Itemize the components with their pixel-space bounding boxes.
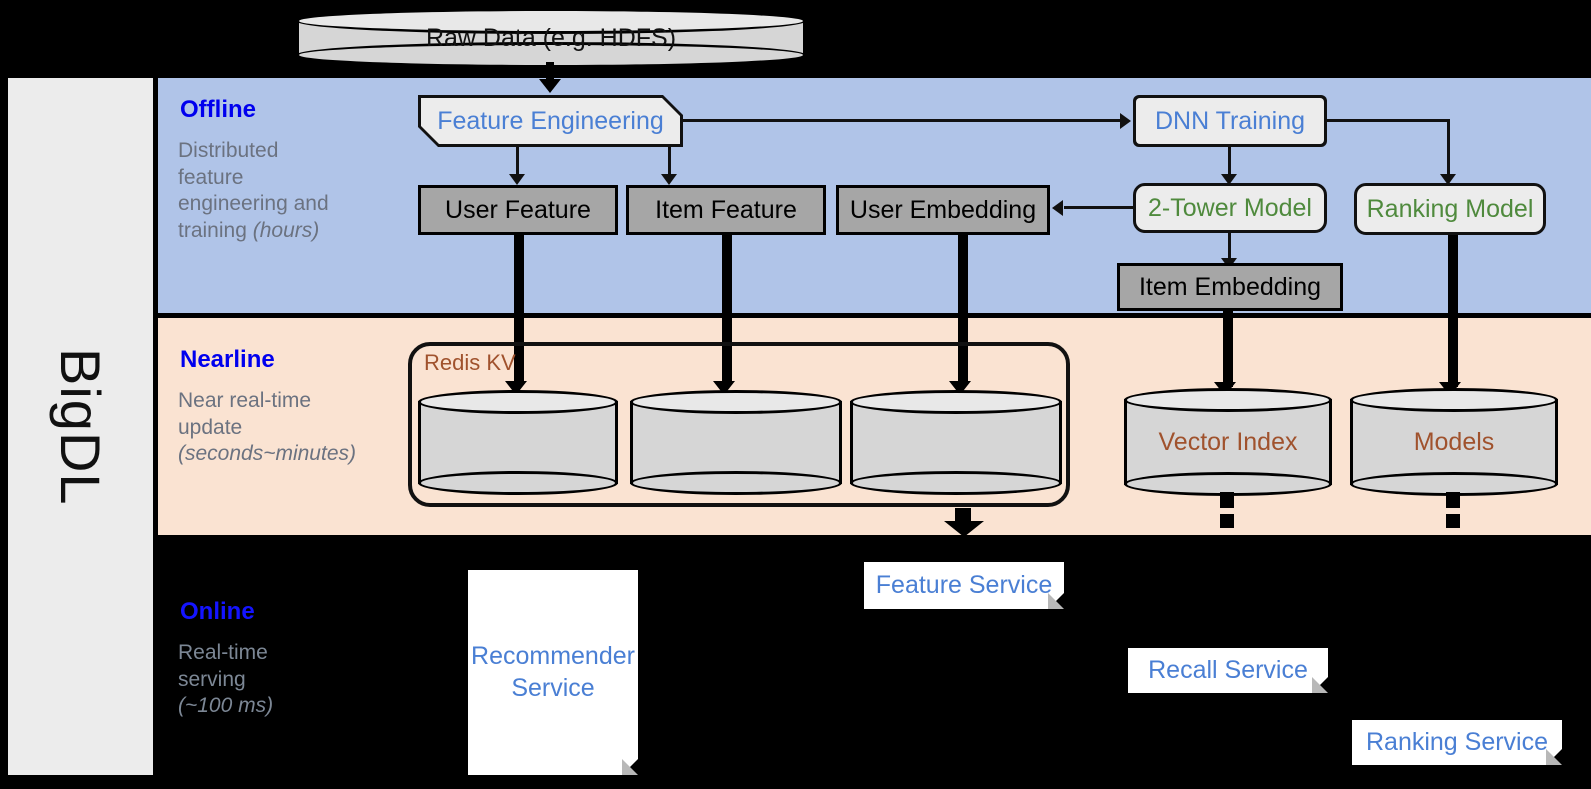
offline-desc-emphasis: (hours) — [252, 218, 320, 242]
stub-models-b — [1446, 514, 1460, 528]
arrow-fe-userfeature-line — [516, 147, 519, 177]
cylinder-body — [1124, 399, 1332, 485]
models-store[interactable]: Models — [1350, 388, 1558, 496]
bigdl-label: BigDL — [49, 347, 112, 506]
store-user-embedding[interactable] — [850, 390, 1062, 495]
dnn-training-node[interactable]: DNN Training — [1133, 95, 1327, 147]
offline-band: Offline Distributed feature engineering … — [158, 78, 1591, 313]
cylinder-top — [1350, 388, 1558, 412]
nearline-description: Near real-time update (seconds~minutes) — [178, 388, 418, 468]
online-desc-emphasis: (~100 ms) — [178, 694, 274, 718]
store-item-feature-label — [630, 390, 842, 495]
two-tower-model-node[interactable]: 2-Tower Model — [1133, 183, 1327, 233]
redis-kv-group — [408, 342, 1070, 507]
nearline-title: Nearline — [180, 346, 275, 373]
item-embedding-node[interactable]: Item Embedding — [1117, 263, 1343, 311]
pipe-userfeature-line — [514, 235, 524, 385]
arrow-fe-dnn-head — [1120, 113, 1131, 129]
vector-index-label: Vector Index — [1158, 427, 1298, 456]
arrow-fe-userfeature-head — [509, 174, 525, 185]
arrow-rawdata-fe-line — [546, 62, 554, 82]
cylinder-bottom — [418, 471, 618, 495]
bigdl-side-panel: BigDL — [8, 78, 153, 775]
redis-kv-label: Redis KV — [424, 350, 516, 375]
arrow-fe-dnn-line — [683, 119, 1121, 122]
item-feature-node[interactable]: Item Feature — [626, 185, 826, 235]
nearline-desc-emphasis: (seconds~minutes) — [178, 442, 356, 466]
arrow-dnn-twotower-head — [1221, 174, 1237, 185]
ranking-service-node[interactable]: Ranking Service — [1352, 720, 1562, 765]
cylinder-top — [850, 390, 1062, 414]
pipe-rankingmodel-line — [1448, 235, 1458, 387]
online-description: Real-time serving (~100 ms) — [178, 640, 408, 720]
cylinder-top — [1124, 388, 1332, 412]
arrow-redis-featureservice-head — [944, 521, 984, 537]
feature-service-node[interactable]: Feature Service — [864, 562, 1064, 609]
store-item-feature[interactable] — [630, 390, 842, 495]
item-embedding-label: Item Embedding — [1138, 272, 1322, 301]
stub-models-a — [1446, 492, 1460, 508]
offline-title: Offline — [180, 96, 256, 123]
user-feature-label: User Feature — [445, 195, 591, 224]
models-label: Models — [1413, 427, 1495, 456]
arrow-dnn-ranking-head — [1440, 174, 1456, 185]
stub-vectorindex-a — [1220, 492, 1234, 508]
feature-engineering-node[interactable]: Feature Engineering — [418, 95, 683, 147]
recall-service-label: Recall Service — [1148, 655, 1308, 684]
offline-desc-line-2: feature — [178, 165, 244, 189]
ranking-model-node[interactable]: Ranking Model — [1354, 183, 1546, 235]
arrow-rawdata-fe-head — [539, 79, 561, 93]
user-embedding-node[interactable]: User Embedding — [836, 185, 1050, 235]
feature-service-label: Feature Service — [875, 570, 1053, 599]
arrow-twotower-itemembedding-line — [1228, 233, 1231, 261]
arrow-dnn-ranking-v — [1447, 119, 1450, 177]
nearline-desc-line-2: update — [178, 415, 243, 439]
pipe-itemembedding-line — [1223, 311, 1233, 387]
arrow-dnn-twotower-line — [1228, 147, 1231, 177]
cylinder-bottom — [850, 471, 1062, 495]
offline-description: Distributed feature engineering and trai… — [178, 138, 388, 245]
offline-desc-line-4: training — [178, 218, 253, 242]
arrow-twotower-userembedding-line — [1064, 206, 1134, 209]
recommender-service-label-line2: Service — [511, 673, 595, 702]
item-feature-label: Item Feature — [655, 195, 797, 224]
arrow-fe-itemfeature-line — [668, 147, 671, 177]
offline-desc-line-1: Distributed — [178, 139, 279, 162]
pipe-userembedding-line — [958, 235, 968, 385]
recommender-service-label-line1: Recommender — [471, 642, 635, 671]
user-embedding-label: User Embedding — [849, 195, 1037, 224]
cylinder-body — [1350, 399, 1558, 485]
vector-index-store[interactable]: Vector Index — [1124, 388, 1332, 496]
cylinder-top — [296, 8, 806, 34]
nearline-desc-line-1: Near real-time — [178, 389, 312, 412]
arrow-dnn-ranking-h — [1327, 119, 1450, 122]
arrow-twotower-userembedding-head — [1052, 200, 1063, 216]
raw-data-store[interactable]: Raw Data (e.g. HDFS) — [296, 8, 806, 68]
two-tower-model-label: 2-Tower Model — [1148, 193, 1312, 222]
store-user-embedding-label — [850, 390, 1062, 495]
pipe-itemfeature-line — [722, 235, 732, 385]
store-user-feature[interactable] — [418, 390, 618, 495]
arrow-fe-itemfeature-head — [661, 174, 677, 185]
cylinder-top — [418, 390, 618, 414]
ranking-service-label: Ranking Service — [1365, 727, 1549, 756]
ranking-model-label: Ranking Model — [1366, 194, 1534, 223]
offline-desc-line-3: engineering and — [178, 192, 329, 216]
store-user-feature-label — [418, 390, 618, 495]
raw-data-label: Raw Data (e.g. HDFS) — [425, 23, 677, 52]
online-desc-line-1: Real-time — [178, 641, 268, 664]
feature-engineering-label: Feature Engineering — [421, 98, 680, 144]
dnn-training-label: DNN Training — [1136, 98, 1324, 144]
stub-vectorindex-b — [1220, 514, 1234, 528]
cylinder-bottom — [630, 471, 842, 495]
user-feature-node[interactable]: User Feature — [418, 185, 618, 235]
recommender-service-node[interactable]: Recommender Service — [468, 570, 638, 775]
online-title: Online — [180, 598, 255, 625]
cylinder-top — [630, 390, 842, 414]
recall-service-node[interactable]: Recall Service — [1128, 648, 1328, 693]
online-desc-line-2: serving — [178, 667, 246, 691]
